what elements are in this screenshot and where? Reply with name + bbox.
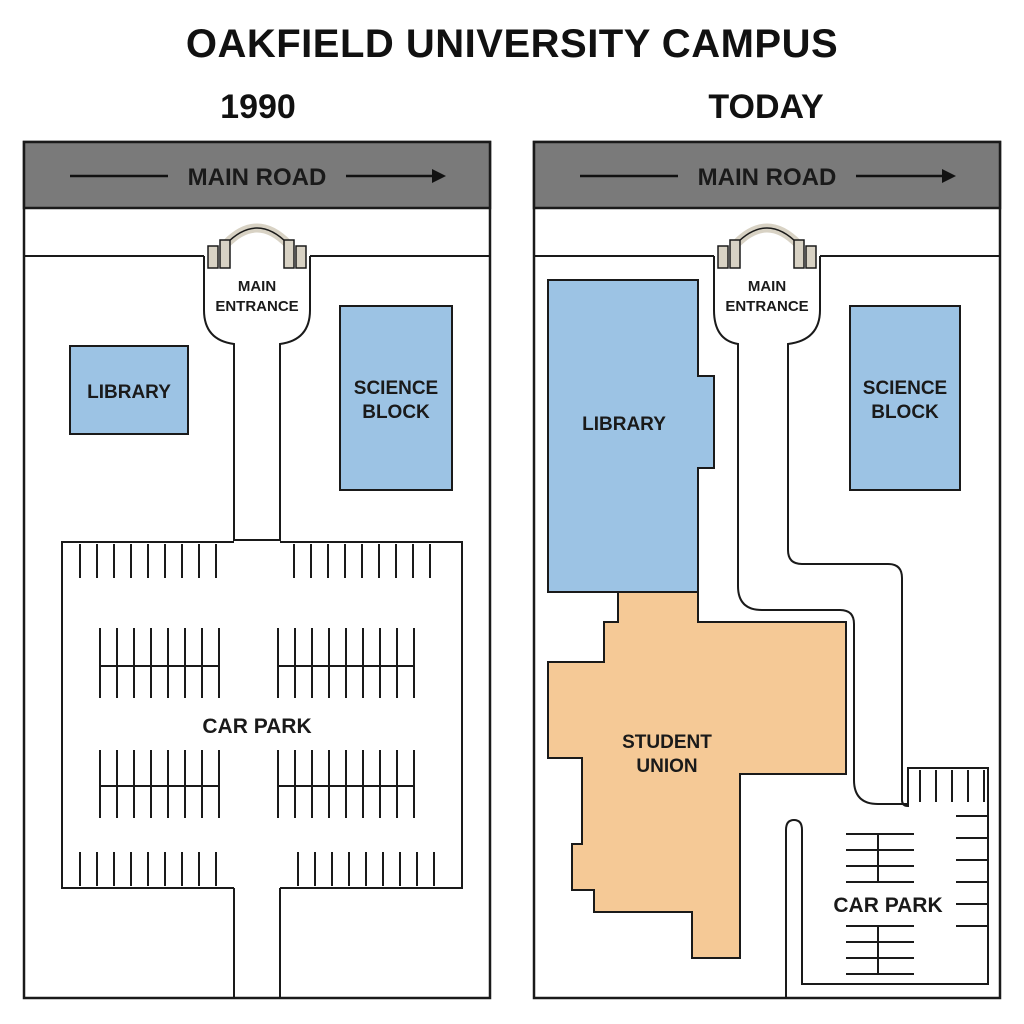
student-union-shape (547, 591, 847, 959)
parking-stalls (79, 544, 435, 886)
union-label-line1: STUDENT (622, 732, 712, 753)
car-park: CAR PARK (61, 541, 463, 998)
main-road: MAIN ROAD (532, 140, 1002, 210)
main-entrance: MAIN ENTRANCE (713, 223, 903, 800)
gate-pillar-icon (717, 245, 729, 269)
car-park: CAR PARK (785, 767, 989, 998)
library-shape (547, 279, 715, 593)
entrance-label-line1: MAIN (748, 278, 786, 295)
library-label: LIBRARY (87, 382, 171, 403)
library-shape (69, 345, 189, 435)
science-block-building: SCIENCE BLOCK (339, 305, 453, 491)
entrance-label-line2: ENTRANCE (215, 298, 298, 315)
road-arrow-icon (432, 169, 446, 183)
path-left-edge (713, 256, 855, 780)
car-park-outline (61, 541, 463, 889)
car-park-outline (785, 767, 989, 998)
gate-pillar-icon (805, 245, 817, 269)
science-block-shape (339, 305, 453, 491)
union-label-line2: UNION (636, 756, 697, 777)
campus-map-1990: MAIN ROAD MAIN ENTRANCE LIBRARY SCIENCE … (22, 140, 492, 1000)
road-label: MAIN ROAD (188, 164, 327, 191)
science-label-line2: BLOCK (871, 402, 939, 423)
car-park-label: CAR PARK (202, 715, 311, 738)
entrance-label-line1: MAIN (238, 278, 276, 295)
road-label: MAIN ROAD (698, 164, 837, 191)
library-building: LIBRARY (547, 279, 715, 593)
gate-pillar-icon (295, 245, 307, 269)
gate-pillar-icon (219, 239, 231, 269)
entrance-label-line2: ENTRANCE (725, 298, 808, 315)
path-right-edge (787, 256, 903, 800)
gate-pillar-icon (729, 239, 741, 269)
library-building: LIBRARY (69, 345, 189, 435)
parking-stalls (846, 770, 988, 975)
gate-pillar-icon (793, 239, 805, 269)
campus-map-today: MAIN ROAD MAIN ENTRANCE LIBRARY SCIENCE … (532, 140, 1002, 1000)
science-label-line1: SCIENCE (863, 378, 947, 399)
car-park-access (853, 779, 908, 805)
student-union-building: STUDENT UNION (547, 591, 847, 959)
road-arrow-icon (942, 169, 956, 183)
entrance-path (203, 256, 311, 541)
science-label-line1: SCIENCE (354, 378, 438, 399)
main-road: MAIN ROAD (22, 140, 492, 210)
car-park-exit (233, 888, 281, 998)
map-title: OAKFIELD UNIVERSITY CAMPUS (185, 22, 839, 66)
science-block-shape (849, 305, 961, 491)
period-label-today: TODAY (708, 88, 824, 126)
science-label-line2: BLOCK (362, 402, 430, 423)
library-label: LIBRARY (582, 414, 666, 435)
car-park-label: CAR PARK (833, 894, 942, 917)
gate-pillar-icon (283, 239, 295, 269)
period-label-1990: 1990 (220, 88, 296, 126)
gate-pillar-icon (207, 245, 219, 269)
science-block-building: SCIENCE BLOCK (849, 305, 961, 491)
main-entrance: MAIN ENTRANCE (203, 223, 311, 541)
